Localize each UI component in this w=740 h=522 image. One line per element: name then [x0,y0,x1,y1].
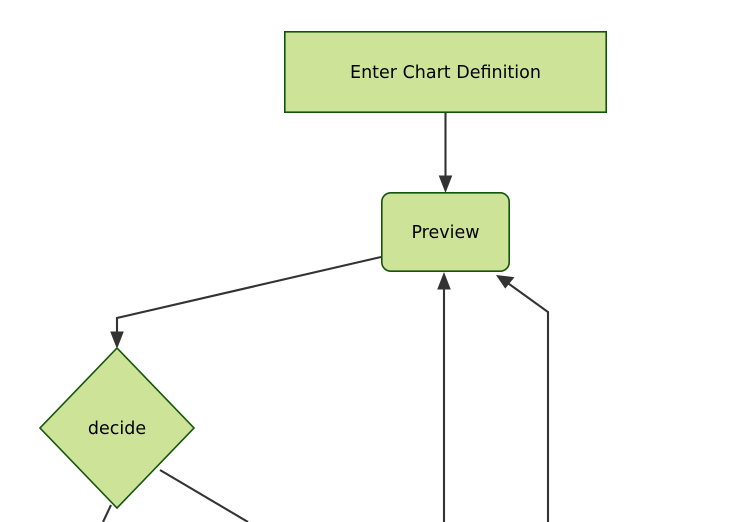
node-shape-rectangle [283,30,607,114]
edge-offscreen-center-to-preview [437,272,451,522]
node-enter-chart-definition[interactable]: Enter Chart Definition [283,30,607,114]
edge-decide-bottom-right-out [159,469,249,522]
edge-offscreen-right-to-preview [496,275,550,522]
node-shape-rounded-rectangle [380,192,510,273]
node-label-enter: Enter Chart Definition [350,63,541,83]
node-shape-diamond [38,346,196,510]
arrow-head-icon [438,175,453,193]
edge-enter-to-preview [438,113,453,193]
arrow-head-icon [110,331,124,349]
node-label-preview: Preview [411,223,479,243]
edge-decide-bottom-left-out [102,504,112,522]
node-decide[interactable]: decide [38,346,196,510]
node-preview[interactable]: Preview [380,192,510,273]
edge-line [115,255,382,338]
edge-preview-to-decide [110,255,382,349]
edge-line [504,280,550,522]
arrow-head-icon [496,275,515,289]
edge-line [159,469,249,522]
arrow-head-icon [437,272,451,290]
node-label-decide: decide [88,419,146,439]
edge-line [102,504,112,522]
